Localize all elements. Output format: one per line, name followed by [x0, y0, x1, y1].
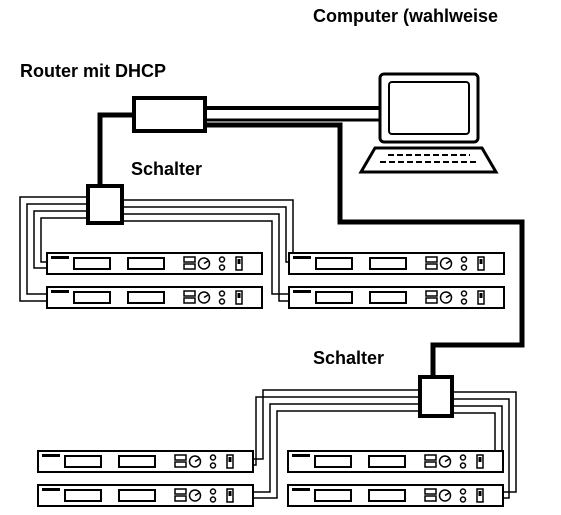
router-icon — [132, 96, 207, 133]
receiver-unit — [287, 484, 504, 507]
laptop-icon — [358, 72, 499, 174]
switch2-cables — [250, 389, 517, 499]
receiver-unit — [287, 450, 504, 473]
receiver-unit — [288, 286, 505, 309]
receiver-unit — [46, 252, 263, 275]
switch-icon — [418, 375, 454, 418]
router-computer-link — [205, 106, 388, 122]
router-switch2-link — [205, 122, 525, 377]
switch-label: Schalter — [313, 348, 385, 368]
router-switch1-link — [97, 112, 134, 186]
receiver-unit — [37, 484, 254, 507]
switch-icon — [86, 184, 124, 225]
receiver-unit — [288, 252, 505, 275]
receiver-unit — [46, 286, 263, 309]
switch-label: Schalter — [131, 159, 203, 179]
switch1-cables — [19, 196, 301, 302]
receiver-unit — [37, 450, 254, 473]
computer-label: Computer (wahlweise — [313, 6, 499, 26]
router-label: Router mit DHCP — [20, 61, 167, 81]
